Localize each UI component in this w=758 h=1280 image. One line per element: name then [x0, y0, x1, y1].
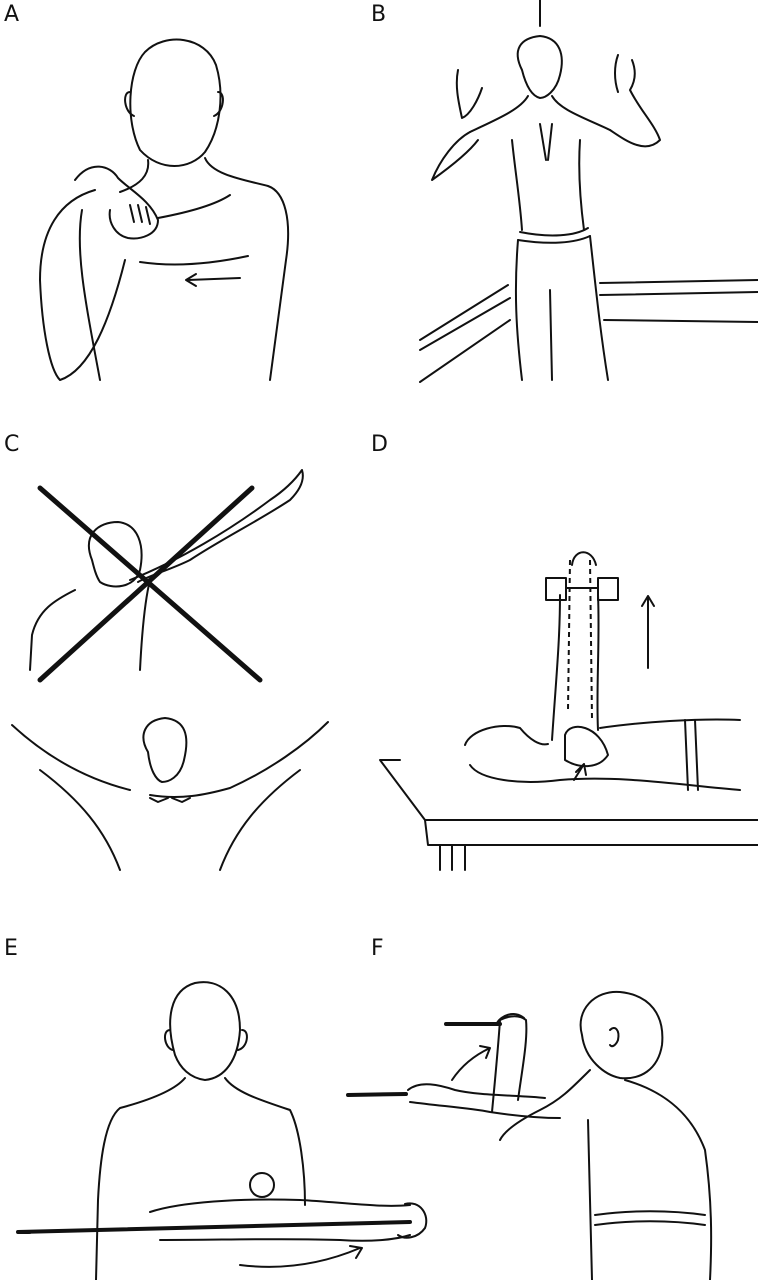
panel-c-arms-bottom: [11, 721, 329, 799]
panel-label-c: C: [4, 432, 20, 457]
panel-label-b: B: [371, 2, 387, 27]
panel-c-cross-1: [37, 485, 263, 683]
panel-b-torso: [469, 95, 611, 231]
panel-e-torso: [95, 1077, 306, 1280]
panel-e-head: [169, 981, 241, 1081]
panel-c-arm-top: [129, 469, 304, 583]
panel-f-illustration: [346, 990, 713, 1280]
panel-d-illustration: [379, 551, 758, 871]
panel-d-arm-dashed: [567, 559, 593, 721]
panel-label-e: E: [4, 936, 18, 961]
panel-a-hand: [74, 165, 159, 240]
panel-e-band: [16, 1220, 412, 1234]
panel-d-arrow-small: [573, 763, 587, 781]
panel-d-table: [379, 759, 758, 871]
panel-b-right-arm: [609, 54, 661, 148]
panel-b-head: [516, 35, 563, 99]
panel-d-shoulder: [564, 725, 609, 768]
panel-b-table: [419, 279, 758, 383]
panel-e-hand: [397, 1202, 428, 1239]
panel-a-arrow: [185, 273, 241, 287]
panel-c-head-bottom: [142, 717, 188, 783]
panel-f-torso: [499, 1069, 713, 1280]
panel-b-illustration: [419, 0, 758, 383]
panel-f-arrow: [451, 1045, 491, 1081]
panel-e-forearm: [149, 1198, 411, 1242]
panel-label-f: F: [371, 936, 384, 961]
panel-b-left-arm: [431, 69, 483, 181]
panel-label-a: A: [4, 2, 20, 27]
panel-f-upper-arm: [407, 1083, 561, 1119]
panel-a-illustration: [39, 38, 290, 381]
panel-d-arm-solid: [551, 594, 600, 741]
panel-a-left-arm: [39, 189, 126, 381]
panel-label-d: D: [371, 432, 388, 457]
panel-c-cross-2: [37, 485, 255, 683]
panel-d-body: [464, 718, 741, 791]
panel-a-stretched-arm: [139, 194, 249, 266]
panel-a-head: [129, 38, 222, 167]
panel-b-legs: [514, 235, 609, 381]
panel-f-band-bottom: [346, 1092, 408, 1097]
panel-a-torso: [119, 157, 290, 381]
panel-e-illustration: [16, 981, 428, 1280]
panel-f-head: [579, 990, 664, 1080]
panel-c-illustration: [11, 469, 329, 871]
panel-c-head-top: [87, 521, 143, 588]
panel-d-arrow-up: [641, 595, 655, 669]
panel-f-raised-forearm: [491, 1013, 528, 1113]
panel-e-ball: [249, 1172, 275, 1198]
panel-d-dumbbell: [545, 577, 619, 601]
panel-e-arrow: [239, 1245, 363, 1268]
panel-b-waistband: [517, 227, 591, 244]
